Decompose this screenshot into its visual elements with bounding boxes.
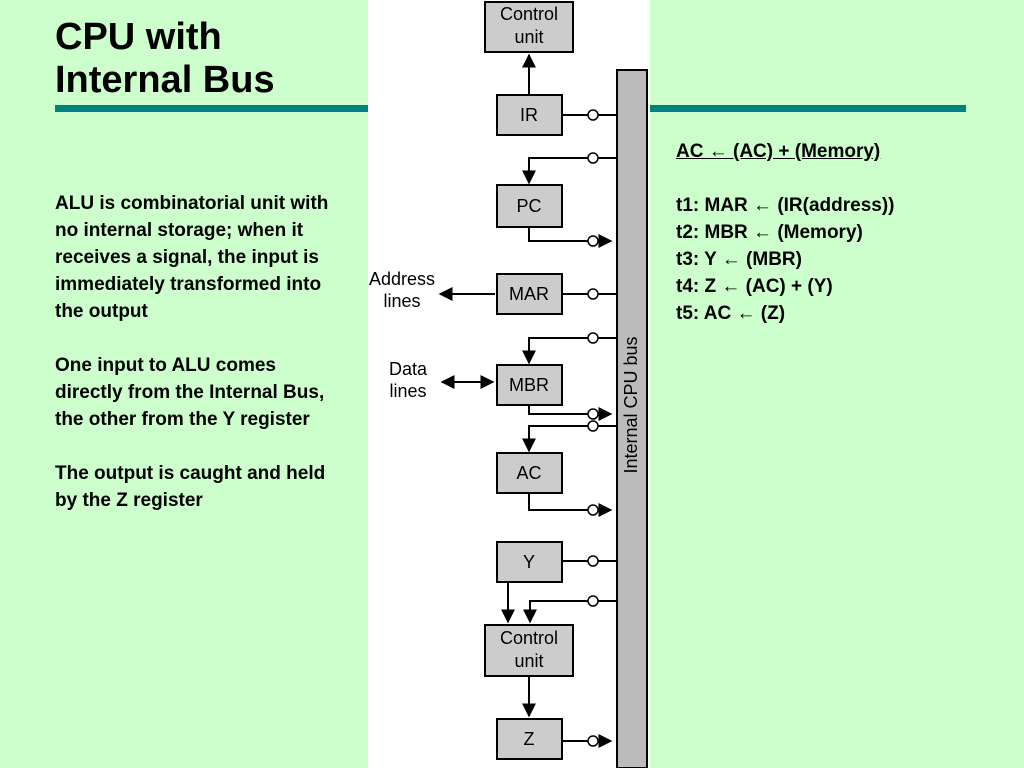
internal-bus — [616, 69, 648, 768]
ir-block — [496, 94, 563, 136]
z-block — [496, 718, 563, 760]
title-rule-left — [55, 105, 368, 112]
paragraph-alu: ALU is combinatorial unit with no intern… — [55, 193, 329, 322]
gate-pc-in — [587, 152, 599, 164]
ac-to-bus-line — [528, 493, 613, 517]
pc-block — [496, 184, 563, 228]
alu-block — [484, 624, 574, 677]
bus-to-mbr-line — [522, 337, 617, 365]
step-t1: t1: MAR ← (IR(address)) — [676, 195, 895, 216]
pc-label: PC — [516, 196, 541, 216]
control-unit-block — [484, 1, 574, 53]
gate-y — [587, 555, 599, 567]
gate-mar — [587, 288, 599, 300]
gate-ir — [587, 109, 599, 121]
gate-pc-out — [587, 235, 599, 247]
paragraph-alu-inputs: One input to ALU comes directly from the… — [55, 355, 325, 430]
ac-label: AC — [516, 463, 541, 483]
ac-block — [496, 452, 563, 494]
bus-to-ac-line — [522, 425, 617, 453]
mbr-to-bus-line — [528, 405, 613, 421]
gate-ac-in — [587, 420, 599, 432]
mar-block — [496, 273, 563, 315]
control-unit-label-1: Control — [500, 4, 558, 24]
gate-mbr-out — [587, 408, 599, 420]
title-rule-right — [650, 105, 966, 112]
bus-to-alu-line — [523, 600, 617, 624]
step-t5: t5: AC ← (Z) — [676, 303, 786, 324]
gate-mbr-in — [587, 332, 599, 344]
bus-label: Internal CPU bus — [621, 336, 641, 473]
ir-label: IR — [520, 105, 538, 125]
y-label: Y — [523, 552, 535, 572]
gate-z — [587, 735, 599, 747]
step-t2: t2: MBR ← (Memory) — [676, 222, 863, 243]
step-t4: t4: Z ← (AC) + (Y) — [676, 276, 833, 297]
address-lines-label-1: Address — [369, 269, 435, 289]
paragraph-z-register: The output is caught and held by the Z r… — [55, 463, 326, 511]
address-lines-label-2: lines — [383, 291, 420, 311]
z-label: Z — [524, 729, 535, 749]
gate-alu — [587, 595, 599, 607]
alu-label-1: Control — [500, 628, 558, 648]
left-description: ALU is combinatorial unit with no intern… — [55, 190, 340, 541]
formula: AC ← (AC) + (Memory) — [676, 141, 881, 162]
data-lines-label-2: lines — [389, 381, 426, 401]
bus-to-pc-line — [522, 157, 617, 185]
mar-label: MAR — [509, 284, 549, 304]
data-lines-label-1: Data — [389, 359, 428, 379]
mbr-label: MBR — [509, 375, 549, 395]
alu-label-2: unit — [514, 651, 543, 671]
micro-operations: AC ← (AC) + (Memory) t1: MAR ← (IR(addre… — [676, 138, 1006, 327]
mbr-block — [496, 364, 563, 406]
control-unit-label-2: unit — [514, 27, 543, 47]
step-t3: t3: Y ← (MBR) — [676, 249, 802, 270]
slide-title: CPU with Internal Bus — [55, 16, 275, 101]
pc-to-bus-line — [528, 227, 613, 248]
y-block — [496, 541, 563, 583]
gate-ac-out — [587, 504, 599, 516]
